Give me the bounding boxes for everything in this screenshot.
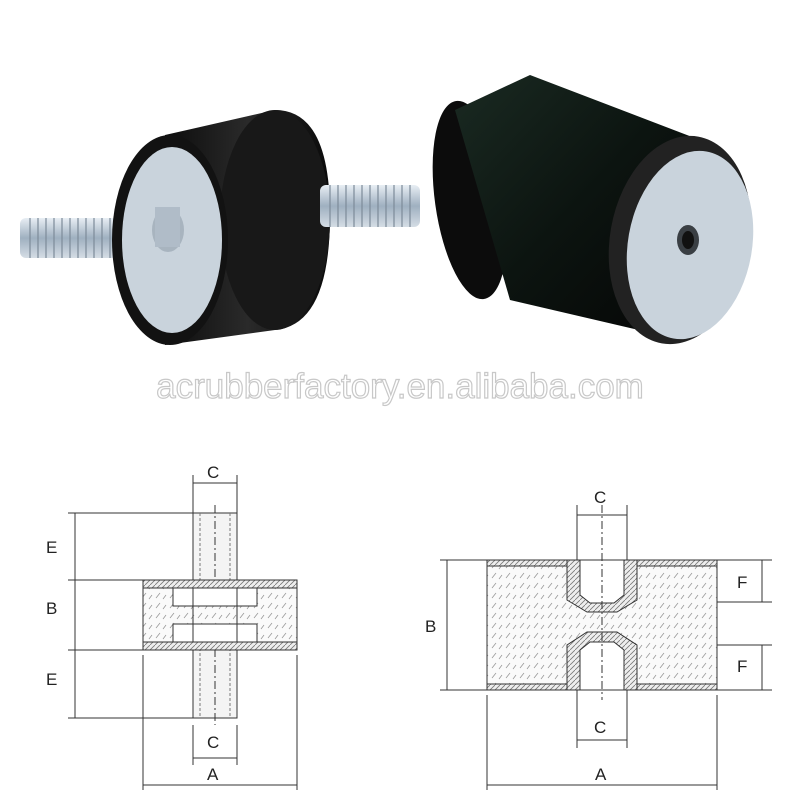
label-f-top: F bbox=[737, 573, 747, 592]
label-c-top: C bbox=[594, 488, 606, 507]
label-b: B bbox=[425, 617, 436, 636]
watermark: acrubberfactory.en.alibaba.com bbox=[156, 367, 644, 406]
label-c-bottom: C bbox=[207, 733, 219, 752]
label-a: A bbox=[595, 765, 607, 784]
photo-male-male-mount bbox=[20, 110, 420, 345]
label-c-top: C bbox=[207, 463, 219, 482]
label-b: B bbox=[46, 599, 57, 618]
label-f-bottom: F bbox=[737, 657, 747, 676]
label-c-bottom: C bbox=[594, 718, 606, 737]
label-a: A bbox=[207, 765, 219, 784]
diagram-right-labels: C B F F C A bbox=[425, 488, 747, 784]
diagram-female-female bbox=[440, 505, 772, 790]
diagram-left-labels: C E B E C A bbox=[46, 463, 219, 784]
label-e-bottom: E bbox=[46, 670, 57, 689]
photo-female-female-mount bbox=[432, 75, 754, 345]
label-e-top: E bbox=[46, 538, 57, 557]
diagram-male-male bbox=[68, 475, 298, 790]
